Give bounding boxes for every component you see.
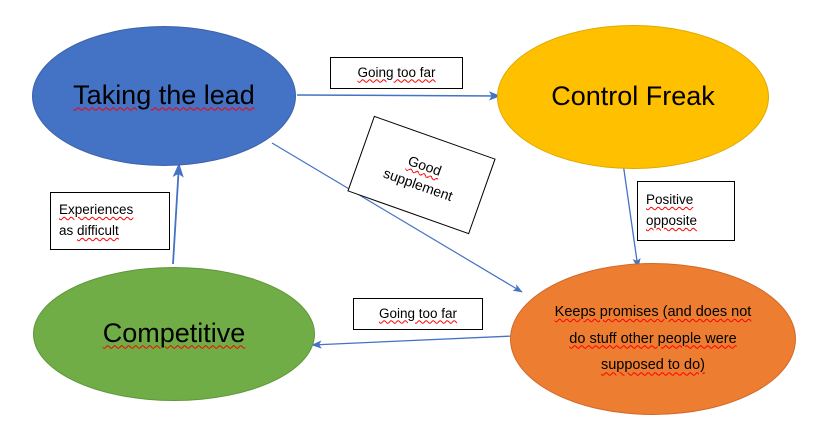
keeps-promises-line-1: Keeps promises (and does not bbox=[554, 303, 752, 320]
node-keeps-promises[interactable]: Keeps promises (and does not do stuff oth… bbox=[510, 263, 796, 415]
experiences-line-2-flagged: difficult bbox=[77, 223, 119, 238]
node-keeps-promises-label: Keeps promises (and does not do stuff oth… bbox=[549, 299, 758, 379]
edge-label-positive-opposite-lines: Positive opposite bbox=[646, 190, 697, 232]
arrow-control-freak-to-keeps-promises bbox=[622, 162, 641, 269]
edge-label-text: Going too far bbox=[378, 305, 458, 321]
edge-label-going-too-far-bottom[interactable]: Going too far bbox=[353, 298, 483, 330]
edge-label-going-too-far-top[interactable]: Going too far bbox=[330, 57, 463, 89]
node-control-freak[interactable]: Control Freak bbox=[497, 25, 769, 169]
experiences-line-1: Experiences bbox=[59, 202, 134, 218]
node-competitive[interactable]: Competitive bbox=[33, 267, 315, 401]
edge-label-positive-opposite[interactable]: Positive opposite bbox=[637, 181, 735, 241]
arrow-taking-lead-to-control-freak bbox=[296, 91, 501, 101]
spellcheck-text: Taking the lead bbox=[73, 80, 255, 111]
keeps-promises-line-3: supposed to do) bbox=[600, 357, 705, 374]
edge-label-experiences-as-difficult[interactable]: Experiences as difficult bbox=[50, 192, 170, 250]
arrow-keeps-promises-to-competitive bbox=[311, 335, 514, 349]
arrow-competitive-to-taking-lead bbox=[172, 162, 184, 265]
node-taking-the-lead-label: Taking the lead bbox=[67, 78, 261, 113]
keeps-promises-line-2: do stuff other people were bbox=[569, 330, 737, 347]
edge-label-text: Going too far bbox=[357, 64, 436, 80]
positive-opposite-line-1: Positive bbox=[646, 192, 694, 208]
node-taking-the-lead[interactable]: Taking the lead bbox=[32, 26, 296, 166]
edge-label-experiences-lines: Experiences as difficult bbox=[59, 200, 133, 242]
node-competitive-label: Competitive bbox=[97, 316, 252, 351]
node-control-freak-label: Control Freak bbox=[551, 81, 715, 112]
spellcheck-text: Competitive bbox=[102, 318, 246, 349]
arrow-taking-lead-to-keeps-promises bbox=[271, 142, 523, 293]
experiences-line-2-plain: as bbox=[59, 223, 78, 238]
positive-opposite-line-2: opposite bbox=[646, 213, 698, 228]
